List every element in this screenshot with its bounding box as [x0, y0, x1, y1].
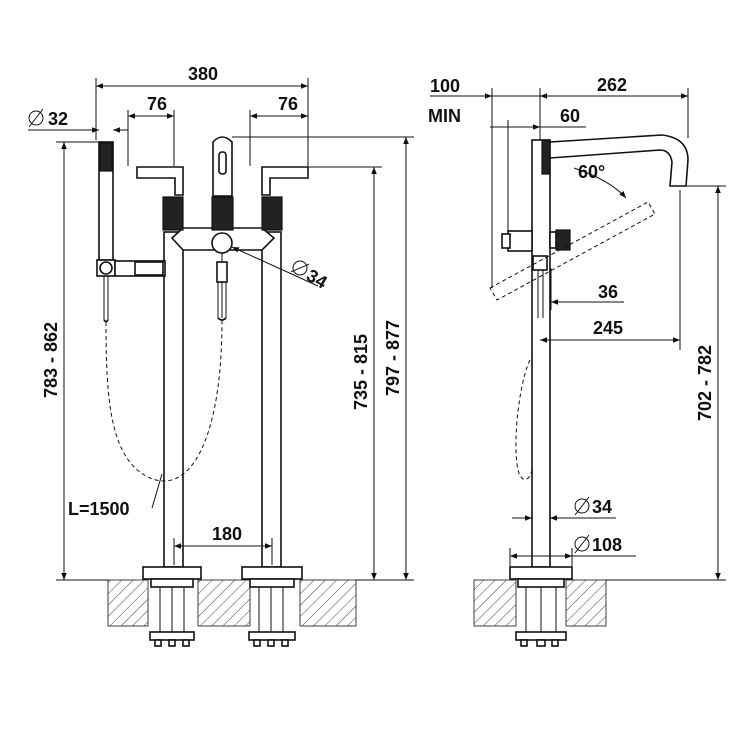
right-handle [261, 166, 309, 231]
dim-spout-reach: 262 [539, 75, 689, 140]
left-handle [136, 166, 184, 231]
dim-handle-height: 735 - 815 [308, 166, 382, 581]
side-column [509, 139, 573, 647]
dim-handle-height-label: 735 - 815 [351, 334, 371, 410]
front-view: L=1500 380 76 76 32 [28, 64, 414, 647]
hose-leader [151, 473, 163, 509]
dim-right-spacing: 76 [249, 94, 309, 166]
spout [211, 136, 234, 231]
dim-spout-height-label: 797 - 877 [383, 320, 403, 396]
floor-section [107, 579, 357, 627]
side-view: 60° 100 MIN 262 60 36 [428, 75, 726, 647]
left-leg [142, 231, 202, 647]
dim-handshower-height: 783 - 862 [41, 141, 108, 581]
dim-spout-reach-label: 262 [597, 75, 627, 95]
right-leg [241, 231, 303, 647]
dim-handle-reach: 245 [540, 190, 681, 350]
side-handle [501, 229, 571, 318]
dim-base-diameter: 108 [509, 534, 636, 566]
dim-overall-width: 380 [95, 64, 309, 140]
handshower [96, 141, 166, 323]
dim-handle-reach-label: 245 [593, 318, 623, 338]
dim-wall-clearance-label: 100 [430, 76, 460, 96]
dim-wall-clearance-note: MIN [428, 106, 461, 126]
side-hose [515, 359, 533, 480]
dim-spout-height: 797 - 877 [232, 136, 414, 581]
dim-handshower-diameter-label: 32 [48, 109, 68, 129]
dim-outlet-height-label: 702 - 782 [695, 345, 715, 421]
dim-right-spacing-label: 76 [278, 94, 298, 114]
dim-handshower-height-label: 783 - 862 [41, 322, 61, 398]
angle-arc [573, 167, 627, 199]
dim-leg-spacing-label: 180 [212, 524, 242, 544]
dim-spout-offset-label: 60 [560, 106, 580, 126]
hose [105, 319, 223, 482]
mixer-body [170, 227, 276, 321]
side-spout [549, 134, 689, 187]
dim-leg-spacing: 180 [173, 524, 273, 565]
side-floor-section [473, 579, 607, 627]
dim-overall-width-label: 380 [188, 64, 218, 84]
dim-base-diameter-label: 108 [592, 535, 622, 555]
dim-handle-angle-label: 60° [578, 162, 605, 182]
dim-handle-offset: 36 [550, 268, 624, 310]
dim-left-spacing: 76 [127, 94, 175, 166]
dim-wall-clearance: 100 MIN [428, 76, 540, 288]
hose-length-label: L=1500 [68, 499, 130, 519]
dim-spout-offset: 60 [490, 106, 586, 231]
side-handle-swing [489, 201, 656, 301]
dim-handle-offset-label: 36 [598, 282, 618, 302]
dim-column-diameter: 34 [512, 496, 616, 521]
dim-outlet-height: 702 - 782 [606, 185, 726, 581]
dim-left-spacing-label: 76 [147, 94, 167, 114]
dim-handshower-diameter: 32 [28, 108, 128, 133]
dim-column-diameter-label: 34 [592, 497, 612, 517]
